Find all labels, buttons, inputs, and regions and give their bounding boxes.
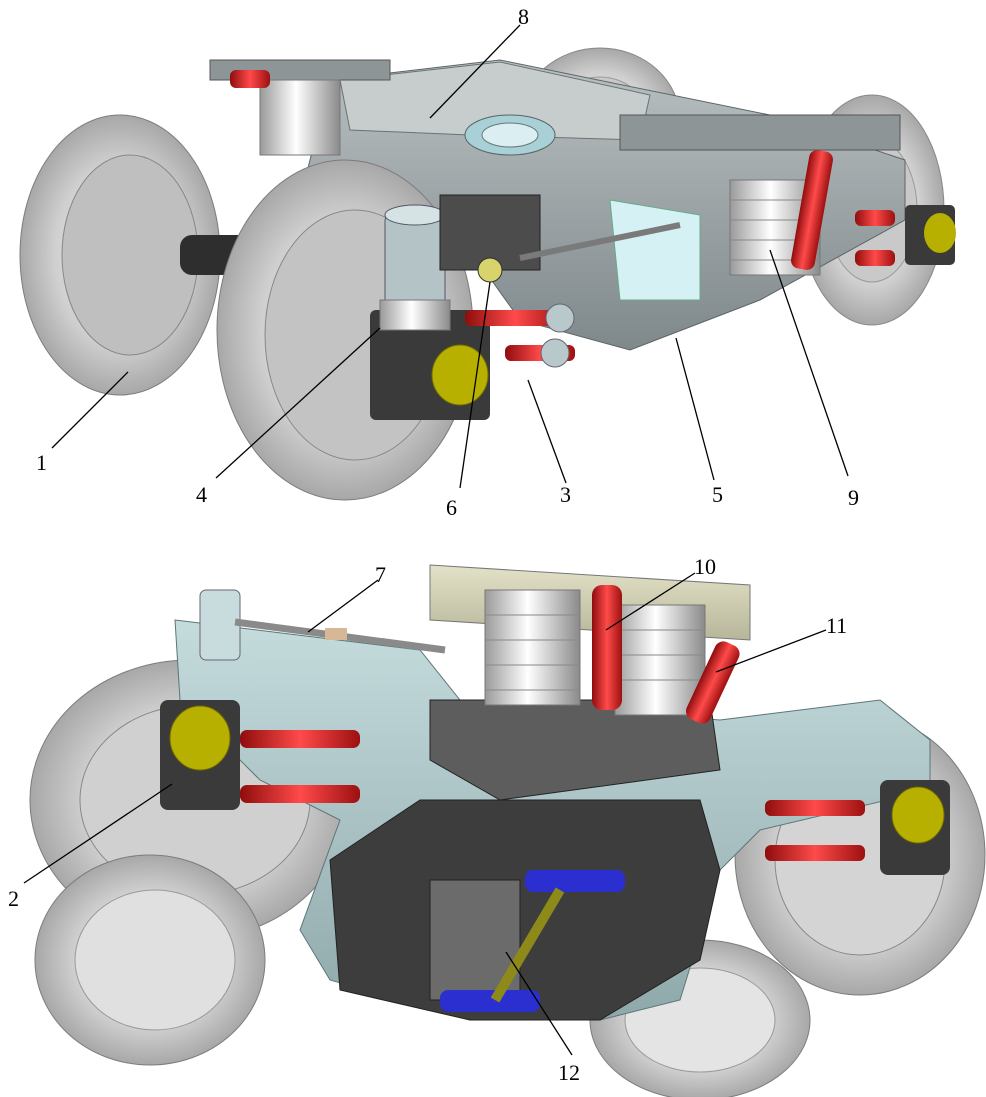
rod-top	[519, 222, 681, 261]
callout-7: 7	[375, 562, 386, 587]
leader-4	[215, 327, 381, 479]
callout-5: 5	[712, 482, 723, 507]
leader-6	[459, 281, 491, 489]
axle-box-bottom-right	[880, 780, 950, 875]
leader-9	[769, 249, 849, 477]
traction-link-top	[465, 303, 575, 368]
callouts-top: 8 1 4 6 3 5 9	[36, 4, 859, 520]
leader-11	[715, 629, 827, 673]
callouts-bottom: 7 10 11 2 12	[8, 554, 847, 1085]
axle-box-top	[370, 194, 541, 420]
leader-1	[51, 371, 129, 449]
leader-5	[675, 337, 715, 481]
top-bogie-view: 8 1 4 6 3 5 9	[19, 4, 956, 520]
secondary-spring-bottom	[484, 589, 706, 716]
callout-8: 8	[518, 4, 529, 29]
callout-9: 9	[848, 485, 859, 510]
leader-2	[23, 783, 173, 884]
leader-12	[505, 951, 573, 1056]
rod-bottom	[234, 618, 446, 654]
axle-box-rear-right	[855, 205, 956, 266]
callout-2: 2	[8, 886, 19, 911]
anti-roll-bar-bottom	[440, 870, 625, 1012]
axle-box-bottom-left	[160, 700, 240, 810]
callout-1: 1	[36, 450, 47, 475]
callout-11: 11	[826, 613, 847, 638]
callout-10: 10	[694, 554, 716, 579]
callout-12: 12	[558, 1060, 580, 1085]
bottom-bogie-view: 7 10 11 2 12	[8, 554, 986, 1097]
leader-7	[307, 579, 379, 633]
leader-3	[527, 379, 567, 484]
callout-3: 3	[560, 482, 571, 507]
front-wheel-left	[19, 114, 260, 396]
bottom-wheel-left-rear	[34, 854, 266, 1066]
damper-top	[230, 70, 833, 270]
vertical-damper-bottom	[592, 585, 622, 710]
callout-6: 6	[446, 495, 457, 520]
lateral-damper-bottom	[686, 641, 740, 724]
leader-10	[605, 572, 696, 631]
callout-4: 4	[196, 482, 207, 507]
bogie-frame-top	[209, 59, 906, 351]
leader-8	[429, 24, 521, 119]
traction-links-bottom	[240, 730, 865, 861]
bogie-frame-bottom	[174, 589, 931, 1021]
